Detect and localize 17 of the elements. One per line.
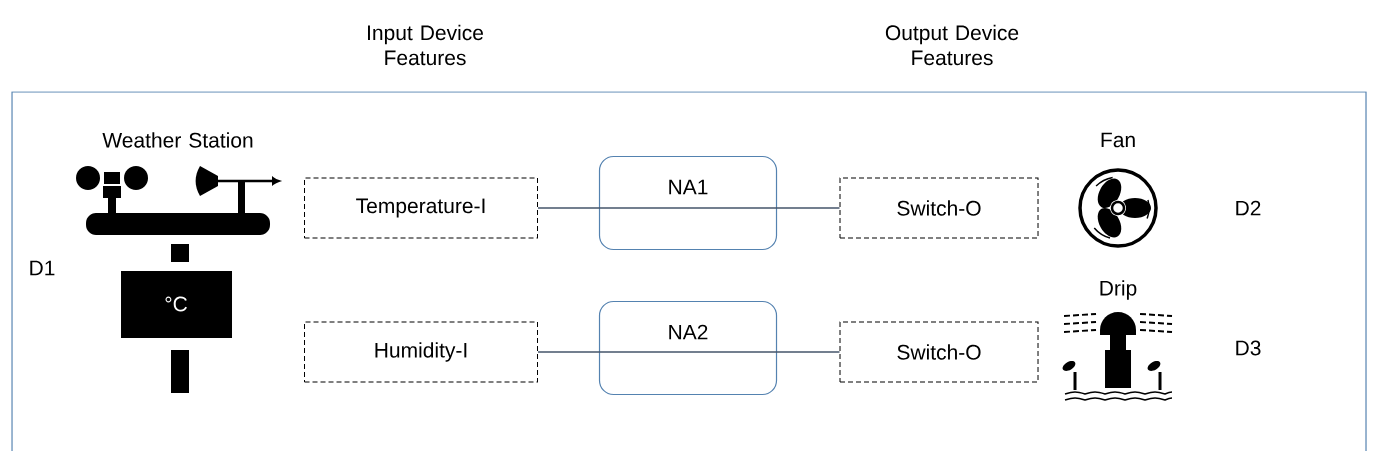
feature-box: NA1 bbox=[598, 155, 778, 251]
device-name: Drip bbox=[1100, 280, 1137, 300]
unit-text: °C bbox=[165, 296, 187, 312]
device-name: Fan bbox=[1101, 132, 1135, 148]
device-id: D1 bbox=[30, 260, 55, 276]
heading-text: Output Device Features bbox=[885, 24, 1019, 66]
connector-line bbox=[537, 207, 841, 209]
feature-box: Humidity-I bbox=[304, 321, 538, 383]
heading-text: Input Device Features bbox=[368, 24, 483, 66]
feature-box: Temperature-I bbox=[304, 177, 538, 239]
feature-box: NA2 bbox=[598, 300, 778, 396]
device-name: Weather Station bbox=[102, 132, 253, 148]
feature-box: Switch-O bbox=[839, 321, 1039, 383]
device-id: D2 bbox=[1236, 200, 1261, 216]
connector-line bbox=[537, 351, 841, 353]
device-id: D3 bbox=[1236, 340, 1261, 356]
feature-box: Switch-O bbox=[839, 177, 1039, 239]
